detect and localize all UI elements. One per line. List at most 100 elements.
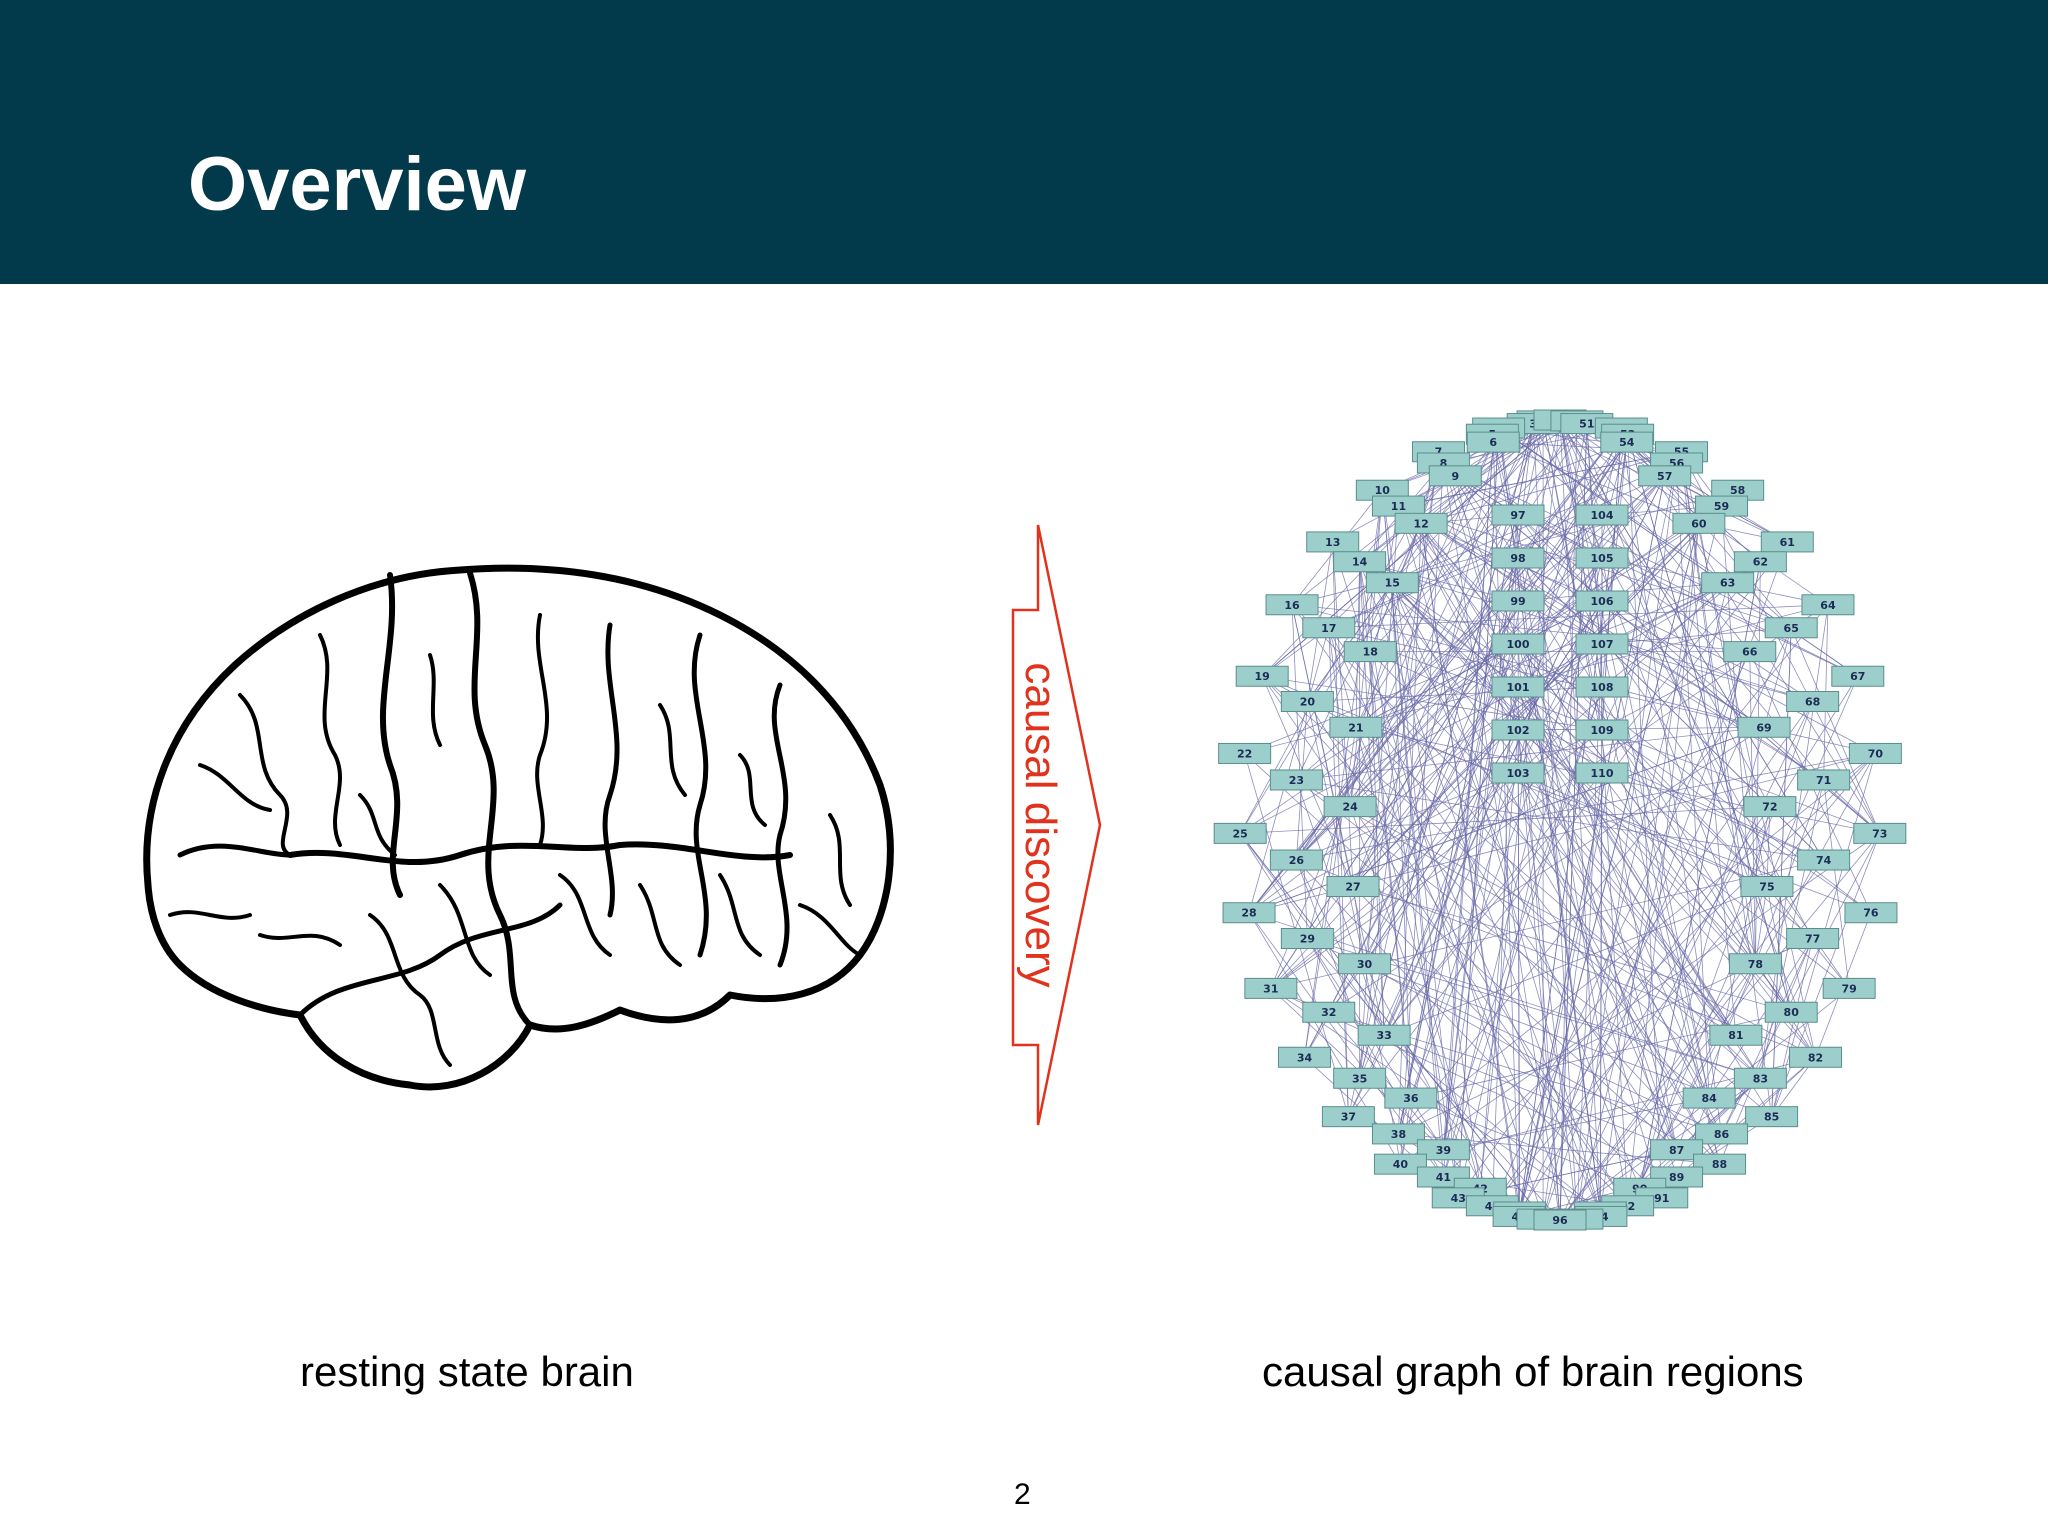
graph-edge — [1392, 514, 1519, 584]
graph-node: 78 — [1728, 953, 1782, 975]
graph-node: 71 — [1797, 769, 1851, 791]
graph-node: 28 — [1222, 902, 1276, 924]
graph-edge — [1328, 604, 1828, 629]
graph-node: 26 — [1269, 849, 1323, 871]
graph-edge — [1790, 627, 1881, 834]
graph-edge — [1328, 514, 1603, 629]
graph-node-label: 107 — [1591, 638, 1614, 651]
graph-edge — [1261, 676, 1628, 1207]
graph-node: 31 — [1244, 977, 1298, 999]
graph-edge — [1627, 434, 1792, 1013]
graph-edge — [1306, 701, 1365, 964]
graph-edge — [1391, 582, 1459, 1198]
graph-edge — [1559, 420, 1578, 1221]
graph-node-label: 81 — [1728, 1029, 1743, 1042]
graph-node-label: 21 — [1348, 721, 1363, 734]
graph-node: 25 — [1213, 822, 1267, 844]
graph-node: 65 — [1764, 617, 1818, 639]
graph-edge — [1532, 423, 1813, 939]
graph-node-label: 82 — [1808, 1051, 1823, 1064]
graph-edge — [1519, 523, 1700, 1213]
graph-node: 57 — [1638, 465, 1692, 487]
graph-edge — [1355, 582, 1728, 728]
graph-edge — [1420, 441, 1627, 524]
graph-node-label: 51 — [1579, 418, 1594, 431]
graph-node-label: 71 — [1816, 774, 1831, 787]
graph-node: 60 — [1672, 512, 1726, 534]
graph-node: 19 — [1235, 665, 1289, 687]
graph-edge — [1391, 582, 1412, 1099]
graph-node: 63 — [1701, 572, 1755, 594]
graph-node: 88 — [1693, 1153, 1747, 1175]
graph-edge — [1627, 963, 1756, 1206]
graph-edge — [1708, 938, 1813, 1099]
graph-edge — [1381, 490, 1444, 1150]
graph-edge — [1517, 729, 1578, 1220]
graph-node-label: 101 — [1507, 681, 1530, 694]
graph-node-label: 61 — [1780, 536, 1795, 549]
graph-edge — [1517, 643, 1792, 1013]
graph-edge — [1601, 643, 1824, 781]
graph-edge — [1270, 772, 1519, 989]
brain-illustration — [143, 564, 894, 1091]
graph-edge — [1398, 423, 1534, 1134]
graph-edge — [1352, 557, 1519, 887]
graph-edge — [1559, 419, 1710, 1099]
graph-node-label: 80 — [1784, 1006, 1800, 1019]
graph-edge — [1421, 451, 1682, 524]
graph-edge — [1766, 886, 1792, 1013]
graph-node-label: 10 — [1375, 484, 1391, 497]
graph-node-label: 20 — [1300, 695, 1316, 708]
graph-node-label: 104 — [1591, 509, 1614, 522]
graph-node: 16 — [1265, 594, 1319, 616]
graph-node-label: 59 — [1714, 500, 1729, 513]
graph-node-label: 106 — [1591, 595, 1614, 608]
graph-node-label: 72 — [1762, 801, 1777, 814]
graph-node: 72 — [1743, 796, 1797, 818]
graph-node: 21 — [1329, 716, 1383, 738]
graph-node-label: 102 — [1507, 724, 1530, 737]
graph-node: 84 — [1682, 1087, 1736, 1109]
graph-edge — [1348, 475, 1666, 1117]
graph-edge — [1328, 643, 1603, 1013]
graph-edge — [1328, 726, 1765, 1013]
graph-node-label: 68 — [1805, 695, 1820, 708]
graph-edge — [1443, 462, 1792, 629]
graph-node: 100 — [1491, 633, 1545, 655]
graph-edge — [1532, 423, 1720, 1165]
slide-title: Overview — [188, 142, 526, 227]
graph-edge — [1398, 604, 1829, 1135]
graph-node: 33 — [1357, 1024, 1411, 1046]
causal-discovery-label: causal discovery — [1016, 662, 1065, 988]
graph-edge — [1442, 442, 1494, 1150]
graph-node-label: 63 — [1720, 577, 1735, 590]
graph-node: 101 — [1491, 676, 1545, 698]
graph-edge — [1559, 419, 1824, 861]
graph-node-label: 70 — [1868, 747, 1884, 760]
graph-node-label: 75 — [1759, 881, 1774, 894]
graph-edge — [1352, 886, 1792, 1013]
graph-node-label: 100 — [1507, 638, 1530, 651]
graph-node: 10 — [1355, 479, 1409, 501]
graph-edge — [1364, 963, 1493, 1206]
graph-node: 54 — [1600, 431, 1654, 453]
graph-node: 64 — [1801, 594, 1855, 616]
graph-node-label: 96 — [1552, 1214, 1568, 1227]
graph-node-label: 110 — [1591, 767, 1614, 780]
graph-edge — [1270, 441, 1628, 989]
graph-edge — [1359, 561, 1459, 1198]
graph-edge — [1398, 451, 1682, 507]
graph-edge — [1355, 441, 1494, 728]
graph-edge — [1348, 557, 1603, 1117]
graph-edge — [1599, 557, 1603, 1212]
graph-edge — [1355, 600, 1603, 728]
graph-node-label: 73 — [1872, 827, 1887, 840]
graph-edge — [1291, 604, 1354, 887]
graph-node-label: 43 — [1451, 1192, 1466, 1205]
graph-node-label: 30 — [1357, 958, 1373, 971]
graph-edge — [1576, 582, 1729, 1220]
graph-node-label: 109 — [1591, 724, 1614, 737]
graph-node: 67 — [1831, 665, 1885, 687]
graph-edge — [1620, 427, 1722, 1134]
graph-node-label: 22 — [1237, 747, 1252, 760]
